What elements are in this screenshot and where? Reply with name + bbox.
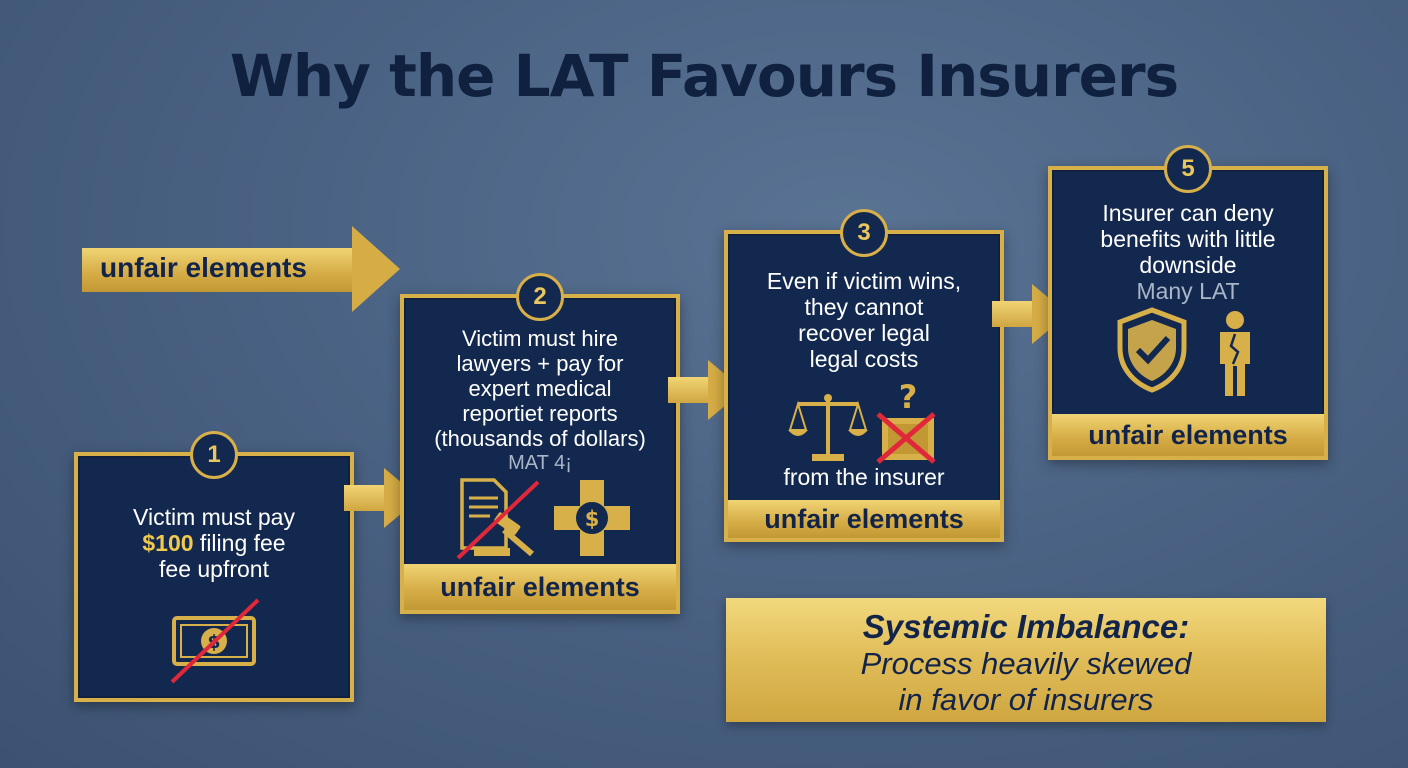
step-card-2: 2 Victim must hire lawyers + pay for exp…: [400, 273, 680, 614]
shield-check-icon: [1117, 307, 1187, 393]
step-5-text: Insurer can deny benefits with little do…: [1100, 200, 1276, 304]
unfair-elements-label: unfair elements: [100, 252, 307, 283]
summary-heading: Systemic Imbalance:: [862, 608, 1190, 645]
step-3-text: Even if victim wins, they cannot recover…: [766, 268, 962, 372]
step-card-1: 1 Victim must pay $100 filing fee fee up…: [74, 431, 354, 702]
step-3-bottom-text: from the insurer: [783, 464, 945, 490]
step-number-2: 2: [516, 273, 564, 321]
summary-banner: Systemic Imbalance: Process heavily skew…: [726, 598, 1326, 722]
question-box-icon: ?: [876, 378, 936, 464]
step-2-footer: unfair elements: [404, 564, 676, 610]
step-5-footer: unfair elements: [1052, 414, 1324, 456]
step-1-text: Victim must pay $100 filing fee fee upfr…: [133, 504, 295, 582]
summary-line-2: in favor of insurers: [898, 682, 1154, 717]
person-icon: [1220, 311, 1250, 396]
step-number-3: 3: [840, 209, 888, 257]
dollar-cross-icon: $: [554, 480, 630, 556]
step-2-text: Victim must hire lawyers + pay for exper…: [434, 326, 646, 474]
fee-amount: $100: [142, 530, 194, 556]
svg-text:?: ?: [899, 378, 918, 416]
scales-icon: [788, 394, 868, 461]
dollar-bill-icon: $: [170, 598, 260, 684]
step-3-footer: unfair elements: [728, 500, 1000, 538]
svg-text:$: $: [585, 507, 600, 531]
step-number-1: 1: [190, 431, 238, 479]
step-card-5: 5 Insurer can deny benefits with little …: [1048, 145, 1328, 460]
page-title: Why the LAT Favours Insurers: [229, 42, 1179, 110]
unfair-elements-arrow: unfair elements: [82, 226, 400, 312]
summary-line-1: Process heavily skewed: [860, 646, 1192, 681]
document-icon: [456, 478, 540, 560]
step-card-3: 3 Even if victim wins, they cannot recov…: [724, 209, 1004, 542]
step-number-5: 5: [1164, 145, 1212, 193]
